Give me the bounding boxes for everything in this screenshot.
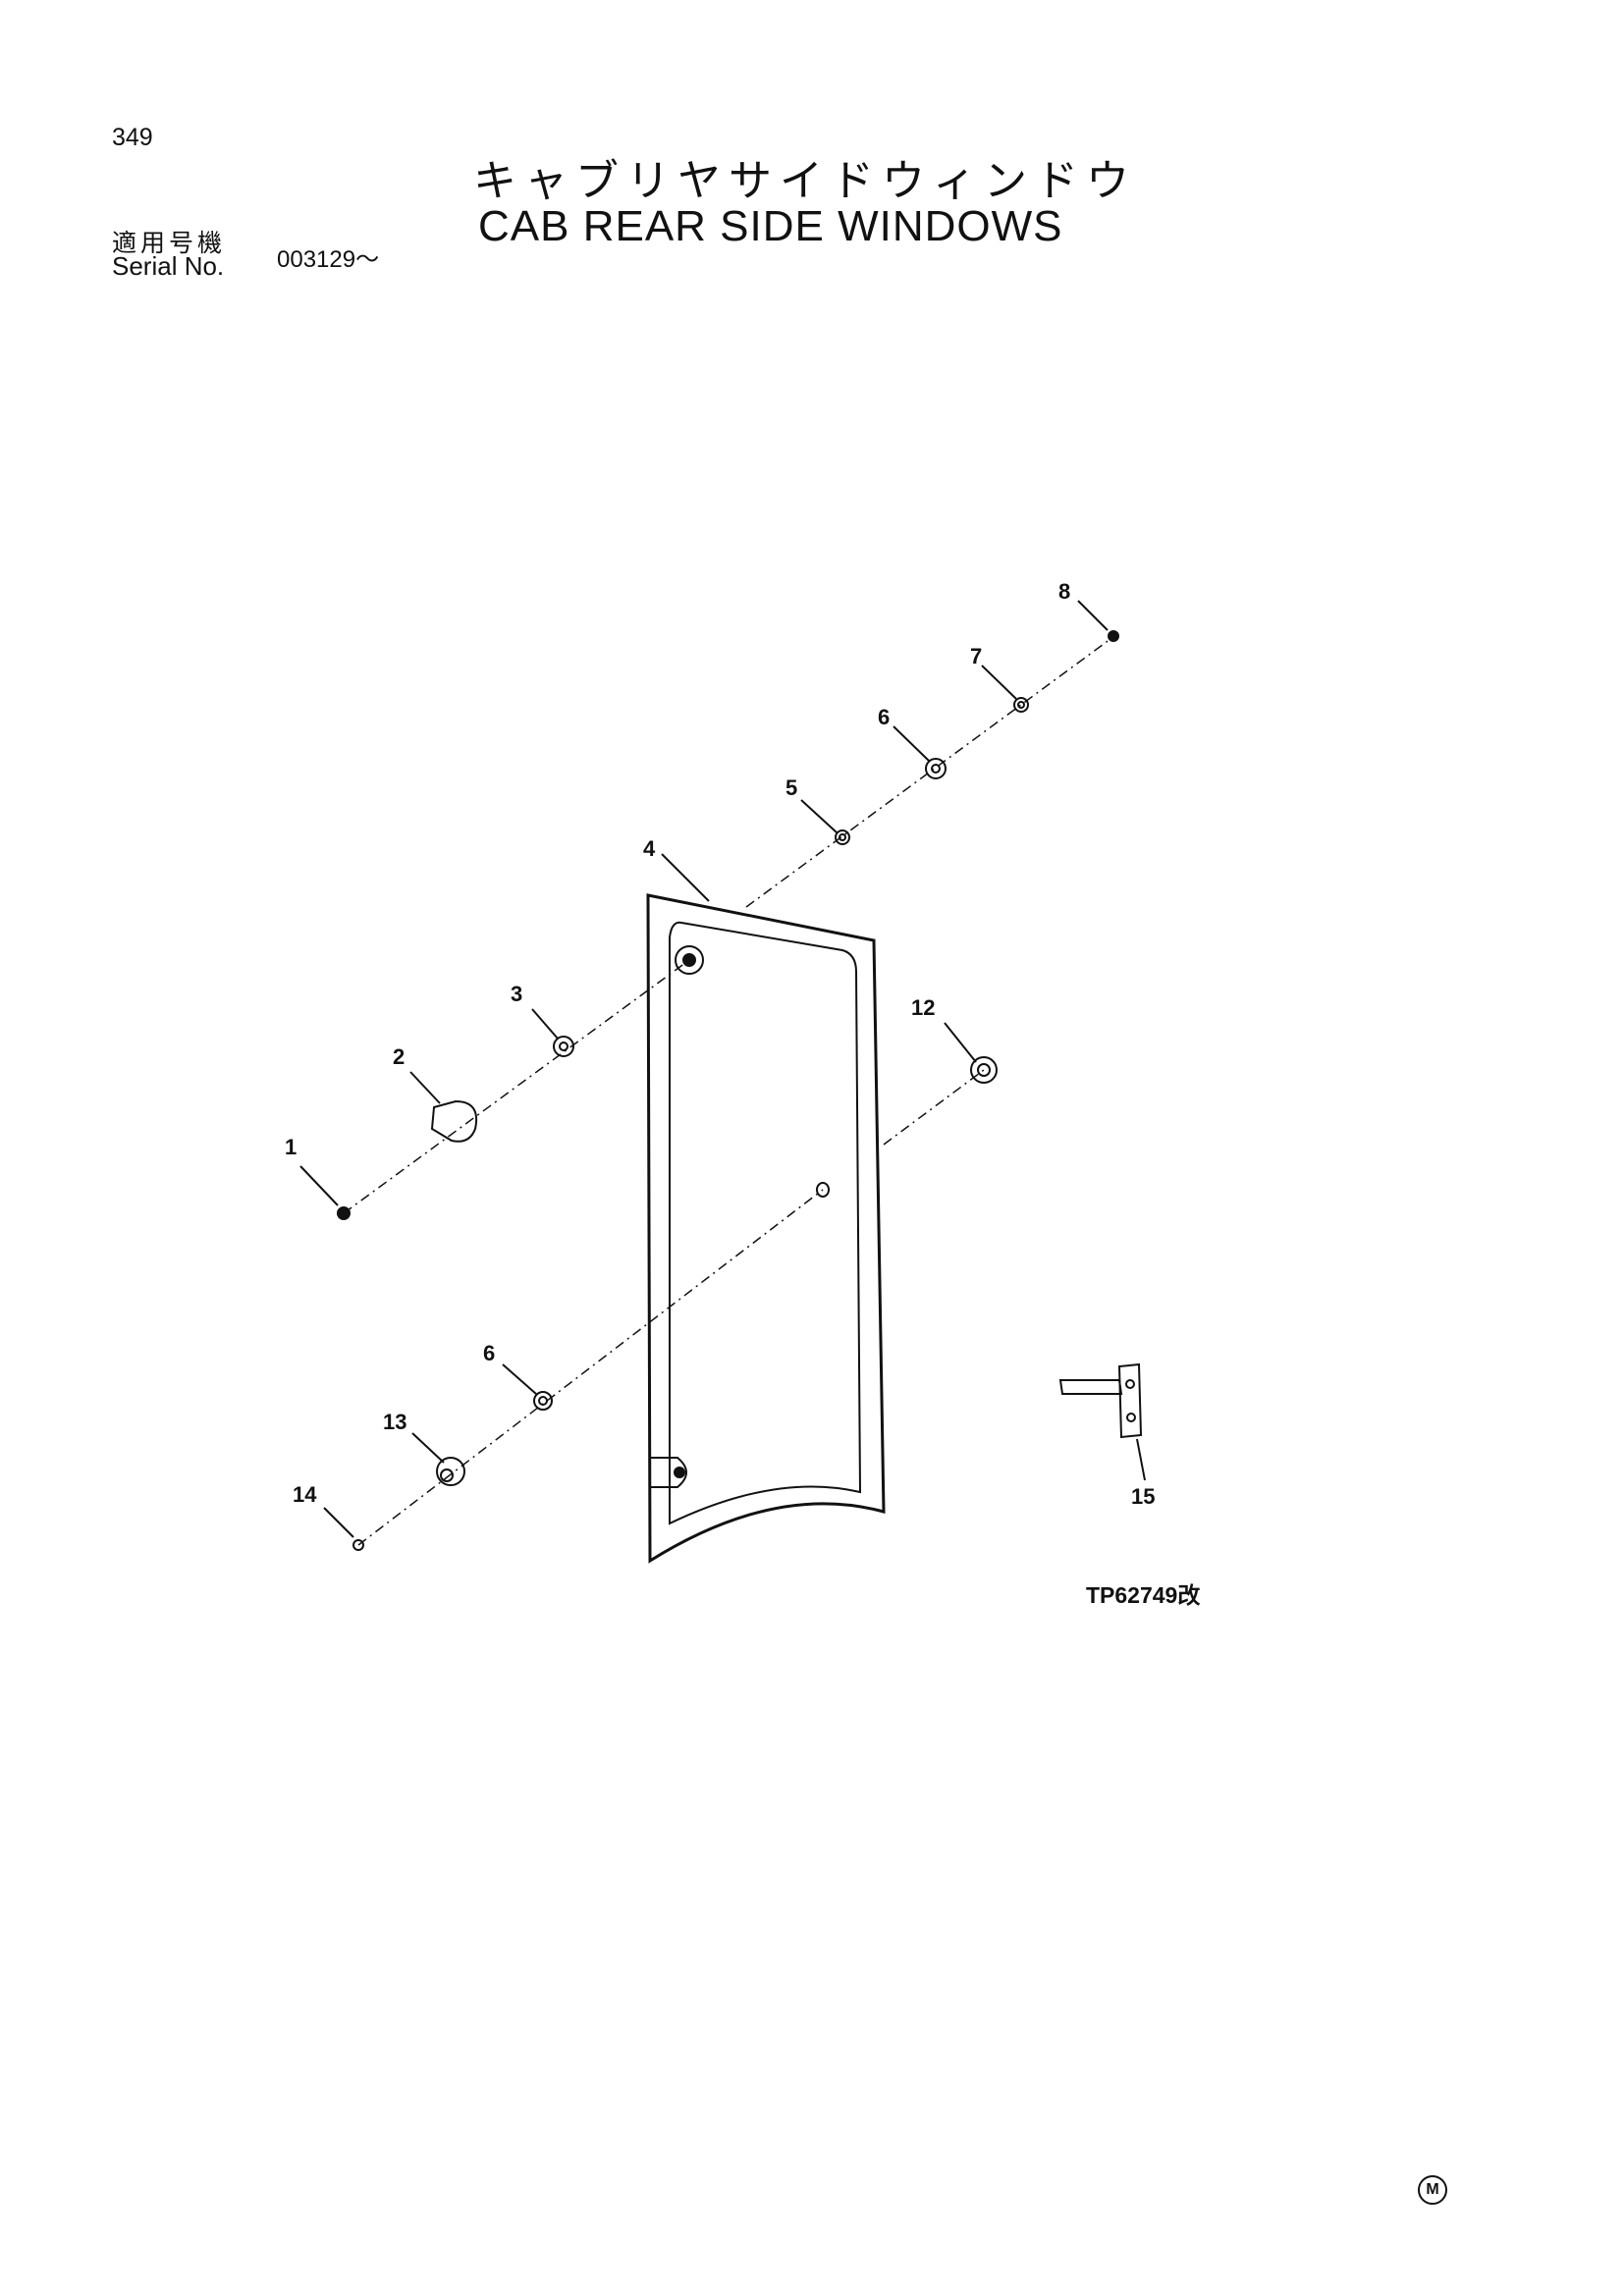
page-number: 349 [112, 124, 153, 151]
part-12-grommet [970, 1056, 998, 1084]
part-6-washer-lower [533, 1391, 553, 1411]
callout-14: 14 [293, 1482, 317, 1507]
part-5-washer [835, 829, 850, 845]
callout-13: 13 [383, 1410, 406, 1434]
window-panel-inner [669, 921, 862, 1525]
panel-socket [816, 1182, 830, 1198]
callout-6-lower: 6 [483, 1341, 495, 1365]
page-title: CAB REAR SIDE WINDOWS [478, 202, 1063, 250]
serial-label: Serial No. [112, 251, 225, 281]
callout-12: 12 [911, 995, 935, 1020]
drawing-id: TP62749改 [1086, 1582, 1201, 1608]
callout-5: 5 [785, 775, 797, 800]
callout-8: 8 [1058, 579, 1070, 604]
part-13-bushing [436, 1457, 465, 1486]
callout-15: 15 [1131, 1484, 1155, 1509]
callout-3: 3 [511, 982, 522, 1006]
window-hinge-top [675, 945, 704, 975]
callout-4: 4 [643, 836, 656, 861]
part-6-washer [925, 758, 947, 779]
callout-1: 1 [285, 1135, 297, 1159]
part-8-nut [1108, 630, 1119, 642]
callout-2: 2 [393, 1044, 405, 1069]
part-2-plate [430, 1099, 477, 1143]
serial-label-japanese: 適用号機 [112, 229, 227, 257]
callout-6: 6 [878, 705, 890, 729]
corner-mark: M [1418, 2175, 1447, 2205]
serial-value: 003129～ [277, 246, 380, 273]
title-japanese: キャブリヤサイドウィンドウ [473, 156, 1137, 206]
callout-7: 7 [970, 644, 982, 668]
window-hinge-bottom [649, 1457, 687, 1488]
window-panel-outer [646, 893, 886, 1564]
part-15-bracket [1058, 1362, 1143, 1439]
part-7-washer [1013, 697, 1029, 713]
part-3-washer [553, 1036, 574, 1057]
part-1-bolt [337, 1206, 351, 1220]
part-14-screw [352, 1539, 364, 1551]
